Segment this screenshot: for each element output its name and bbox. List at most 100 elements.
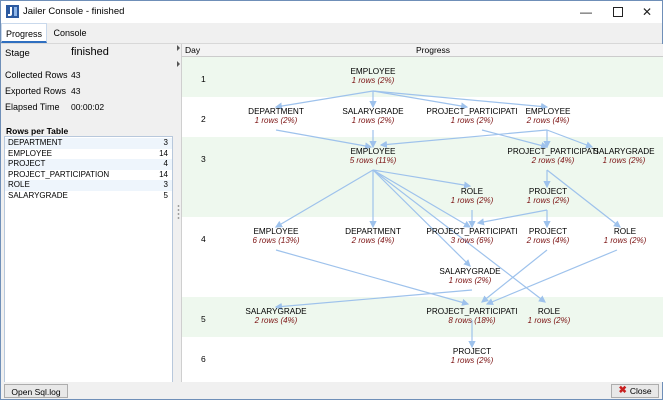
rows-per-table-list[interactable]: DEPARTMENT 3 EMPLOYEE 14 PROJECT 4 PROJE… [4,136,173,384]
table-count: 14 [159,148,168,158]
table-count: 14 [159,169,168,179]
node-row-count: 2 rows (4%) [526,236,570,245]
node-table-name: PROJECT_PARTICIPATI [507,147,599,156]
node-table-name: SALARYGRADE [342,107,404,116]
node-row-count: 1 rows (2%) [351,76,395,85]
table-row[interactable]: PROJECT_PARTICIPATION 14 [5,170,172,181]
node-row-count: 8 rows (18%) [448,316,496,325]
open-sql-log-button[interactable]: Open Sql.log [4,384,68,398]
dependency-edges [274,90,621,349]
graph-node[interactable]: EMPLOYEE 2 rows (4%) [525,107,570,125]
rows-per-table-title: Rows per Table [6,126,69,136]
node-row-count: 1 rows (2%) [527,316,571,325]
table-name: PROJECT_PARTICIPATION [8,169,110,179]
graph-node[interactable]: SALARYGRADE 1 rows (2%) [593,147,654,165]
day-label: 6 [201,354,206,364]
graph-node[interactable]: DEPARTMENT 2 rows (4%) [345,227,401,245]
node-table-name: EMPLOYEE [350,67,396,76]
day-band [182,137,663,217]
node-row-count: 2 rows (4%) [254,316,298,325]
graph-node[interactable]: SALARYGRADE 1 rows (2%) [342,107,403,125]
graph-node[interactable]: ROLE 1 rows (2%) [604,227,647,245]
progress-column-header: Progress [416,45,451,55]
node-table-name: SALARYGRADE [245,307,307,316]
table-name: ROLE [8,180,30,189]
day-band [182,57,663,97]
close-x-icon: ✖ [618,385,627,396]
stage-label: Stage [5,48,30,59]
graph-node[interactable]: PROJECT_PARTICIPATI 3 rows (6%) [426,227,517,245]
node-table-name: PROJECT_PARTICIPATI [426,227,518,236]
stats-panel: Stage finished Collected Rows 43 Exporte… [1,44,176,384]
graph-node[interactable]: PROJECT_PARTICIPATI 2 rows (4%) [507,147,598,165]
node-table-name: EMPLOYEE [350,147,396,156]
graph-node[interactable]: EMPLOYEE 6 rows (13%) [252,227,299,245]
node-row-count: 1 rows (2%) [603,236,647,245]
node-table-name: PROJECT [528,227,568,236]
day-label: 5 [201,314,206,324]
node-row-count: 1 rows (2%) [450,356,494,365]
node-row-count: 2 rows (4%) [531,156,575,165]
node-table-name: DEPARTMENT [345,227,401,236]
graph-node[interactable]: ROLE 1 rows (2%) [528,307,571,325]
graph-node[interactable]: PROJECT 2 rows (4%) [527,227,570,245]
node-table-name: EMPLOYEE [525,107,571,116]
window-title: Jailer Console - finished [23,6,125,17]
graph-node[interactable]: EMPLOYEE 1 rows (2%) [350,67,395,85]
tab-progress[interactable]: Progress [1,23,47,43]
tab-bar: Progress Console [1,23,662,44]
node-table-name: SALARYGRADE [593,147,655,156]
table-count: 3 [163,138,168,147]
graph-node[interactable]: SALARYGRADE 2 rows (4%) [245,307,306,325]
split-pane-divider[interactable] [177,44,180,382]
collected-rows-label: Collected Rows [5,70,68,80]
button-bar: Open Sql.log ✖ Close [1,382,662,399]
minimize-button[interactable]: — [571,1,601,23]
graph-node[interactable]: ROLE 1 rows (2%) [451,187,494,205]
table-count: 5 [163,190,168,200]
elapsed-time-label: Elapsed Time [5,102,60,112]
graph-node[interactable]: EMPLOYEE 5 rows (11%) [350,147,397,165]
close-icon: ✕ [641,5,653,19]
table-row[interactable]: PROJECT 4 [5,159,172,170]
node-row-count: 2 rows (4%) [351,236,395,245]
graph-node[interactable]: PROJECT_PARTICIPATI 1 rows (2%) [426,107,517,125]
table-row[interactable]: DEPARTMENT 3 [5,138,172,149]
table-name: EMPLOYEE [8,148,53,158]
day-label: 1 [201,74,206,84]
table-row[interactable]: ROLE 3 [5,180,172,191]
node-row-count: 1 rows (2%) [254,116,298,125]
node-row-count: 3 rows (6%) [450,236,494,245]
node-row-count: 1 rows (2%) [351,116,395,125]
node-table-name: PROJECT [452,347,492,356]
node-table-name: ROLE [460,187,484,196]
close-window-button[interactable]: ✕ [632,1,662,23]
table-name: SALARYGRADE [8,190,68,200]
graph-node[interactable]: PROJECT 1 rows (2%) [527,187,570,205]
title-bar: Jailer Console - finished — ✕ [1,1,662,23]
table-row[interactable]: SALARYGRADE 5 [5,191,172,202]
graph-node[interactable]: DEPARTMENT 1 rows (2%) [248,107,304,125]
node-table-name: PROJECT_PARTICIPATI [426,307,518,316]
graph-node[interactable]: PROJECT 1 rows (2%) [451,347,494,365]
node-table-name: PROJECT [528,187,568,196]
node-table-name: SALARYGRADE [439,267,501,276]
graph-node[interactable]: PROJECT_PARTICIPATI 8 rows (18%) [426,307,517,325]
table-row[interactable]: EMPLOYEE 14 [5,149,172,160]
maximize-button[interactable] [603,1,633,23]
table-count: 4 [163,159,168,168]
table-name: PROJECT [8,159,46,168]
graph-node[interactable]: SALARYGRADE 1 rows (2%) [439,267,500,285]
node-row-count: 1 rows (2%) [450,116,494,125]
close-button[interactable]: ✖ Close [611,384,659,398]
node-row-count: 6 rows (13%) [252,236,300,245]
node-table-name: ROLE [537,307,561,316]
node-row-count: 5 rows (11%) [349,156,397,165]
day-label: 4 [201,234,206,244]
collected-rows-value: 43 [71,70,81,80]
tab-console[interactable]: Console [53,28,87,38]
maximize-icon [613,7,623,17]
day-label: 2 [201,114,206,124]
node-row-count: 2 rows (4%) [526,116,570,125]
